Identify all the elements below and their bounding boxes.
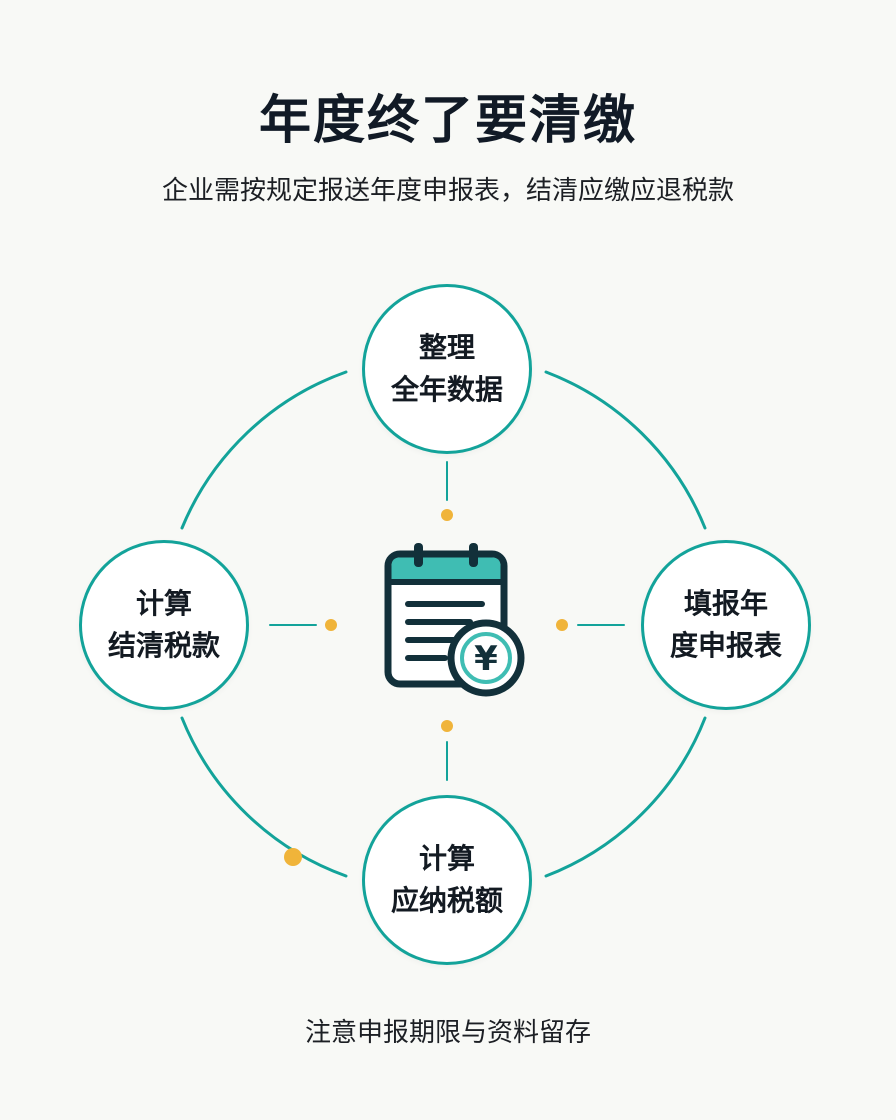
ring-arc-bottom-left (180, 716, 348, 878)
page-title: 年度终了要清缴 (258, 91, 637, 151)
step-label-line2: 应纳税额 (390, 884, 503, 917)
footer-note: 注意申报期限与资料留存 (304, 1018, 591, 1048)
step-label-line1: 计算 (418, 842, 475, 875)
step-label-line2: 度申报表 (669, 629, 782, 662)
step-label-line2: 全年数据 (390, 373, 503, 406)
yen-symbol: ¥ (474, 639, 498, 679)
step-node-left: 计算 结清税款 (79, 540, 249, 710)
dot-ring-bottom-left (284, 848, 302, 866)
ring-arc-top-left (180, 370, 348, 530)
page-subtitle: 企业需按规定报送年度申报表，结清应缴应退税款 (161, 176, 734, 206)
ring-arc-top-right (544, 370, 707, 530)
calendar-yen-icon: ¥ (384, 543, 525, 697)
step-node-right: 填报年 度申报表 (641, 540, 811, 710)
step-node-bottom: 计算 应纳税额 (362, 795, 532, 965)
step-label-line1: 填报年 (683, 587, 768, 620)
step-label-line2: 结清税款 (107, 629, 220, 662)
step-label-line1: 计算 (135, 587, 192, 620)
dot-bottom (441, 720, 453, 732)
step-label-line1: 整理 (418, 331, 475, 364)
ring-arc-bottom-right (544, 716, 707, 878)
dot-right (556, 619, 568, 631)
step-node-top: 整理 全年数据 (362, 284, 532, 454)
dot-top (441, 509, 453, 521)
dot-left (325, 619, 337, 631)
